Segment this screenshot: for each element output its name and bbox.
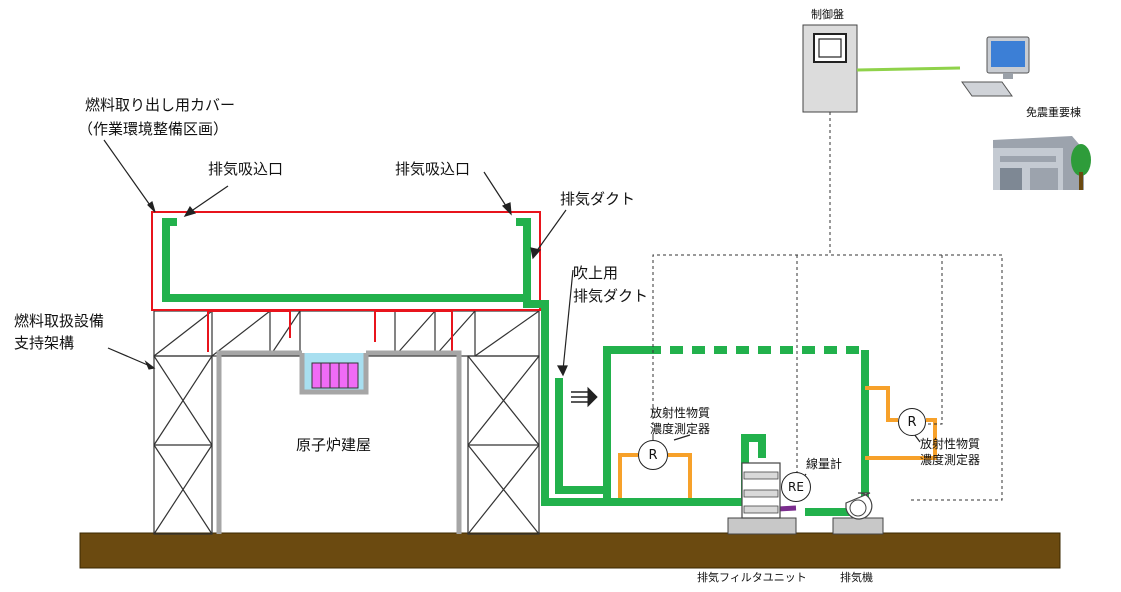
dosimeter-gauge: RE: [781, 472, 811, 502]
exhaust-duct-line: [162, 218, 869, 516]
computer-icon: [961, 36, 1030, 97]
blowup-duct-label-line1: 吹上用: [573, 264, 619, 282]
exhaust-intake-right-label: 排気吸込口: [395, 160, 471, 178]
exhaust-duct-label: 排気ダクト: [560, 190, 636, 208]
control-panel: [802, 24, 858, 113]
support-structure-label-line2: 支持架構: [14, 334, 75, 352]
exhaust-intake-left-label: 排気吸込口: [208, 160, 284, 178]
monitor-right-label-line1: 放射性物質: [920, 437, 981, 451]
cover-label-line2: （作業環境整備区画）: [78, 120, 229, 138]
callout-pointers: [103, 139, 921, 483]
support-structure: [153, 310, 540, 535]
blowup-duct-label-line2: 排気ダクト: [573, 287, 649, 305]
radioactivity-monitor-left: R: [638, 440, 668, 470]
radioactivity-monitor-right: R: [898, 408, 926, 436]
cover-label-line1: 燃料取り出し用カバー: [85, 96, 236, 114]
blowup-arrow: [571, 386, 598, 408]
control-panel-label: 制御盤: [811, 8, 844, 21]
exhaust-fan: [832, 492, 884, 535]
monitor-right-label-line2: 濃度測定器: [920, 453, 981, 467]
signal-cable: [856, 66, 961, 72]
exhaust-filter-unit: [727, 462, 797, 535]
reactor-building-label: 原子炉建屋: [296, 436, 372, 454]
monitor-left-label-line1: 放射性物質: [650, 406, 711, 420]
fuel-removal-cover: [151, 211, 541, 352]
support-structure-label-line1: 燃料取扱設備: [14, 312, 105, 330]
filter-unit-label: 排気フィルタユニット: [697, 571, 807, 584]
reactor-building: [216, 350, 462, 534]
important-building-icon: [993, 136, 1091, 190]
sampling-line: [618, 386, 937, 498]
signal-lines: [652, 112, 1003, 501]
ground: [79, 532, 1061, 569]
important-building-label: 免震重要棟: [1026, 106, 1081, 119]
dosimeter-label: 線量計: [806, 457, 843, 471]
exhaust-fan-label: 排気機: [840, 571, 873, 584]
monitor-left-label-line2: 濃度測定器: [650, 422, 711, 436]
spent-fuel-rack: [311, 362, 359, 389]
